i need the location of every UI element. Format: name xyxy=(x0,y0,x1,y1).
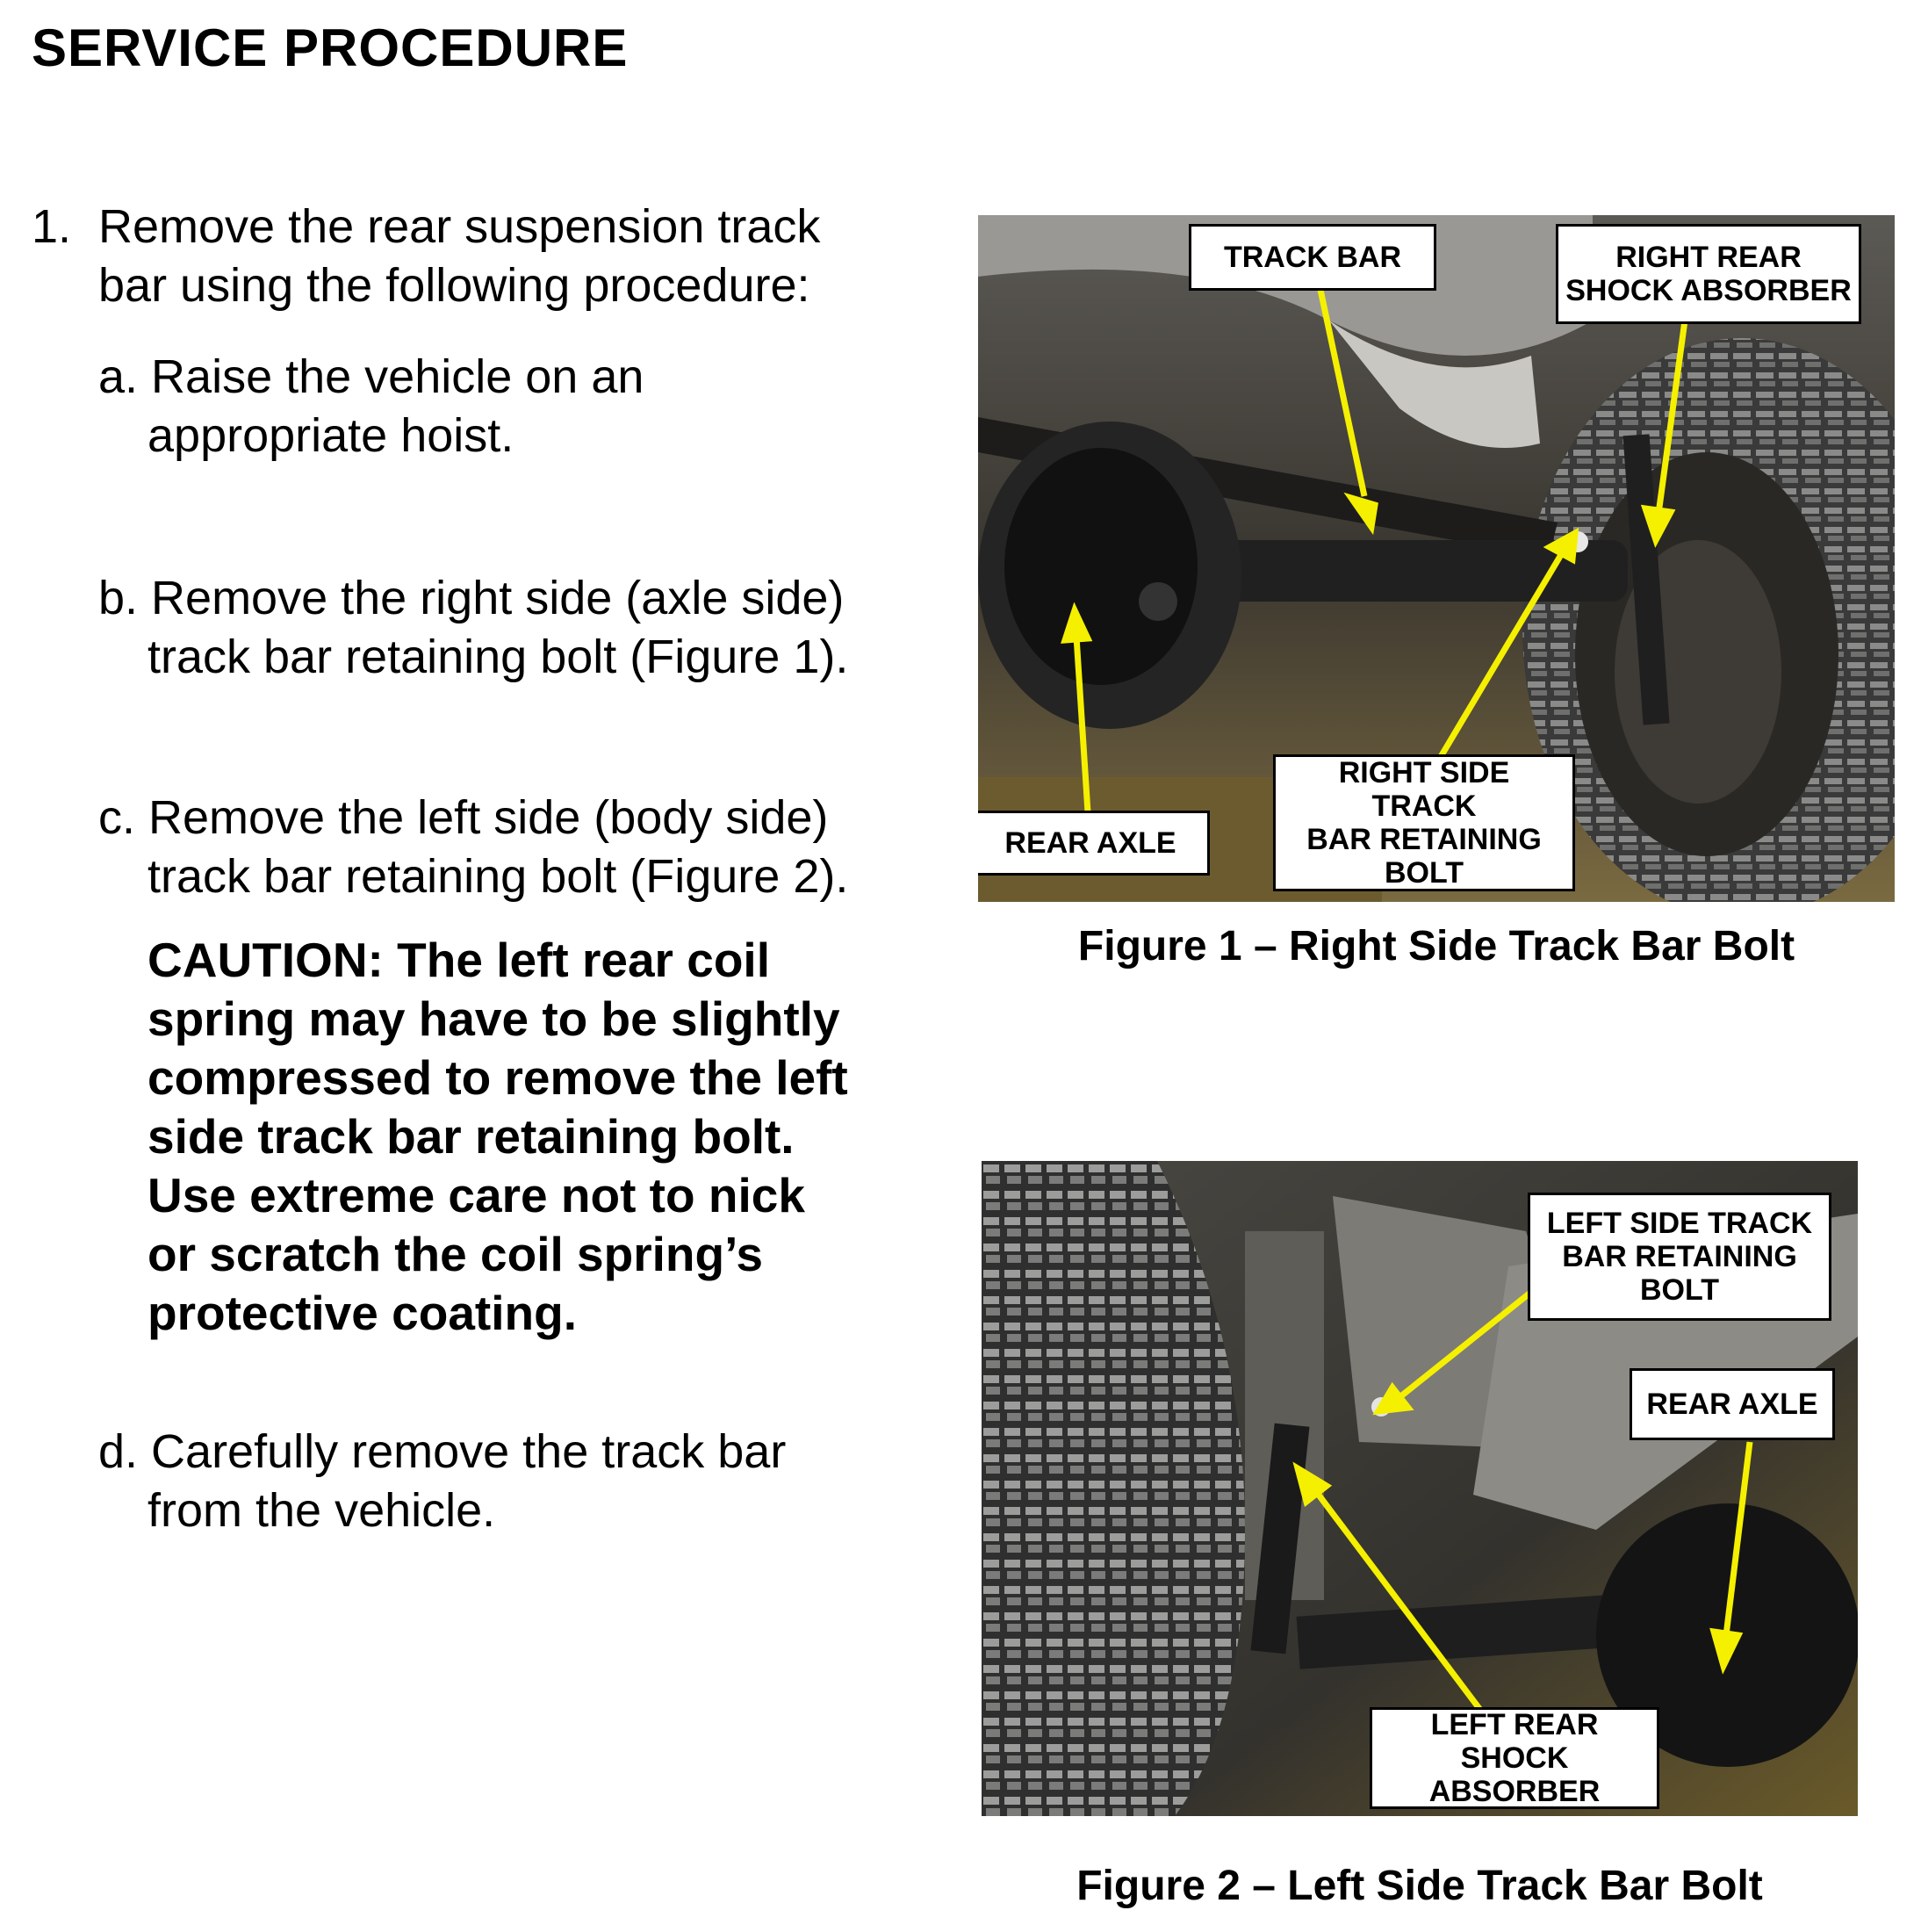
caution-note: CAUTION: The left rear coil spring may h… xyxy=(147,931,920,1343)
step-d-line-1: d. Carefully remove the track bar xyxy=(98,1425,787,1478)
caution-line: protective coating. xyxy=(147,1286,577,1340)
callout-rear-axle: REAR AXLE xyxy=(978,811,1210,876)
step-a-line-2: appropriate hoist. xyxy=(147,409,514,462)
step-1-line-2: bar using the following procedure: xyxy=(98,259,810,312)
step-1: 1. Remove the rear suspension track bar … xyxy=(32,198,945,315)
callout-left-rear-shock: LEFT REAR SHOCK ABSORBER xyxy=(1370,1707,1659,1809)
page-title: SERVICE PROCEDURE xyxy=(32,18,629,77)
callout-line: RIGHT REAR xyxy=(1615,241,1802,274)
caution-line: CAUTION: The left rear coil xyxy=(147,933,770,987)
step-d-line-2: from the vehicle. xyxy=(147,1484,496,1537)
step-d: d. Carefully remove the track bar from t… xyxy=(98,1423,959,1540)
step-b: b. Remove the right side (axle side) tra… xyxy=(98,569,959,687)
caution-line: Use extreme care not to nick xyxy=(147,1168,805,1222)
callout-left-track-bar-bolt: LEFT SIDE TRACK BAR RETAINING BOLT xyxy=(1528,1193,1831,1321)
figure-1-caption: Figure 1 – Right Side Track Bar Bolt xyxy=(1077,923,1795,970)
callout-line: RIGHT SIDE TRACK xyxy=(1338,756,1510,823)
caution-line: spring may have to be slightly xyxy=(147,991,840,1046)
callout-right-rear-shock: RIGHT REAR SHOCK ABSORBER xyxy=(1556,224,1861,324)
step-1-line-1: Remove the rear suspension track xyxy=(98,200,821,253)
callout-line: BOLT xyxy=(1384,856,1464,890)
figure-2-caption: Figure 2 – Left Side Track Bar Bolt xyxy=(1076,1863,1763,1909)
step-c-line-2: track bar retaining bolt (Figure 2). xyxy=(147,850,849,903)
step-a-line-1: a. Raise the vehicle on an xyxy=(98,350,644,403)
step-a: a. Raise the vehicle on an appropriate h… xyxy=(98,348,941,465)
figure-2-photo: LEFT SIDE TRACK BAR RETAINING BOLT REAR … xyxy=(982,1161,1858,1816)
callout-line: BAR RETAINING xyxy=(1562,1240,1797,1273)
caution-line: side track bar retaining bolt. xyxy=(147,1109,795,1164)
callout-rear-axle: REAR AXLE xyxy=(1630,1368,1835,1440)
callout-line: SHOCK ABSORBER xyxy=(1565,274,1852,307)
figure-1-arrows xyxy=(1061,289,1688,813)
callout-line: BOLT xyxy=(1639,1273,1719,1307)
figure-1-photo: TRACK BAR RIGHT REAR SHOCK ABSORBER REAR… xyxy=(978,215,1895,902)
callout-right-track-bar-bolt: RIGHT SIDE TRACK BAR RETAINING BOLT xyxy=(1273,754,1575,891)
step-1-number: 1. xyxy=(32,200,72,253)
callout-line: LEFT SIDE TRACK xyxy=(1546,1207,1813,1240)
callout-line: BAR RETAINING xyxy=(1306,823,1542,856)
step-c: c. Remove the left side (body side) trac… xyxy=(98,789,959,906)
callout-line: ABSORBER xyxy=(1428,1775,1601,1808)
callout-track-bar: TRACK BAR xyxy=(1189,224,1436,291)
step-c-line-1: c. Remove the left side (body side) xyxy=(98,791,829,844)
caution-line: or scratch the coil spring’s xyxy=(147,1227,763,1281)
caution-line: compressed to remove the left xyxy=(147,1050,848,1105)
step-b-line-2: track bar retaining bolt (Figure 1). xyxy=(147,631,849,683)
figure-2-arrows xyxy=(1292,1290,1753,1712)
callout-line: LEFT REAR SHOCK xyxy=(1430,1708,1599,1775)
step-b-line-1: b. Remove the right side (axle side) xyxy=(98,572,845,624)
